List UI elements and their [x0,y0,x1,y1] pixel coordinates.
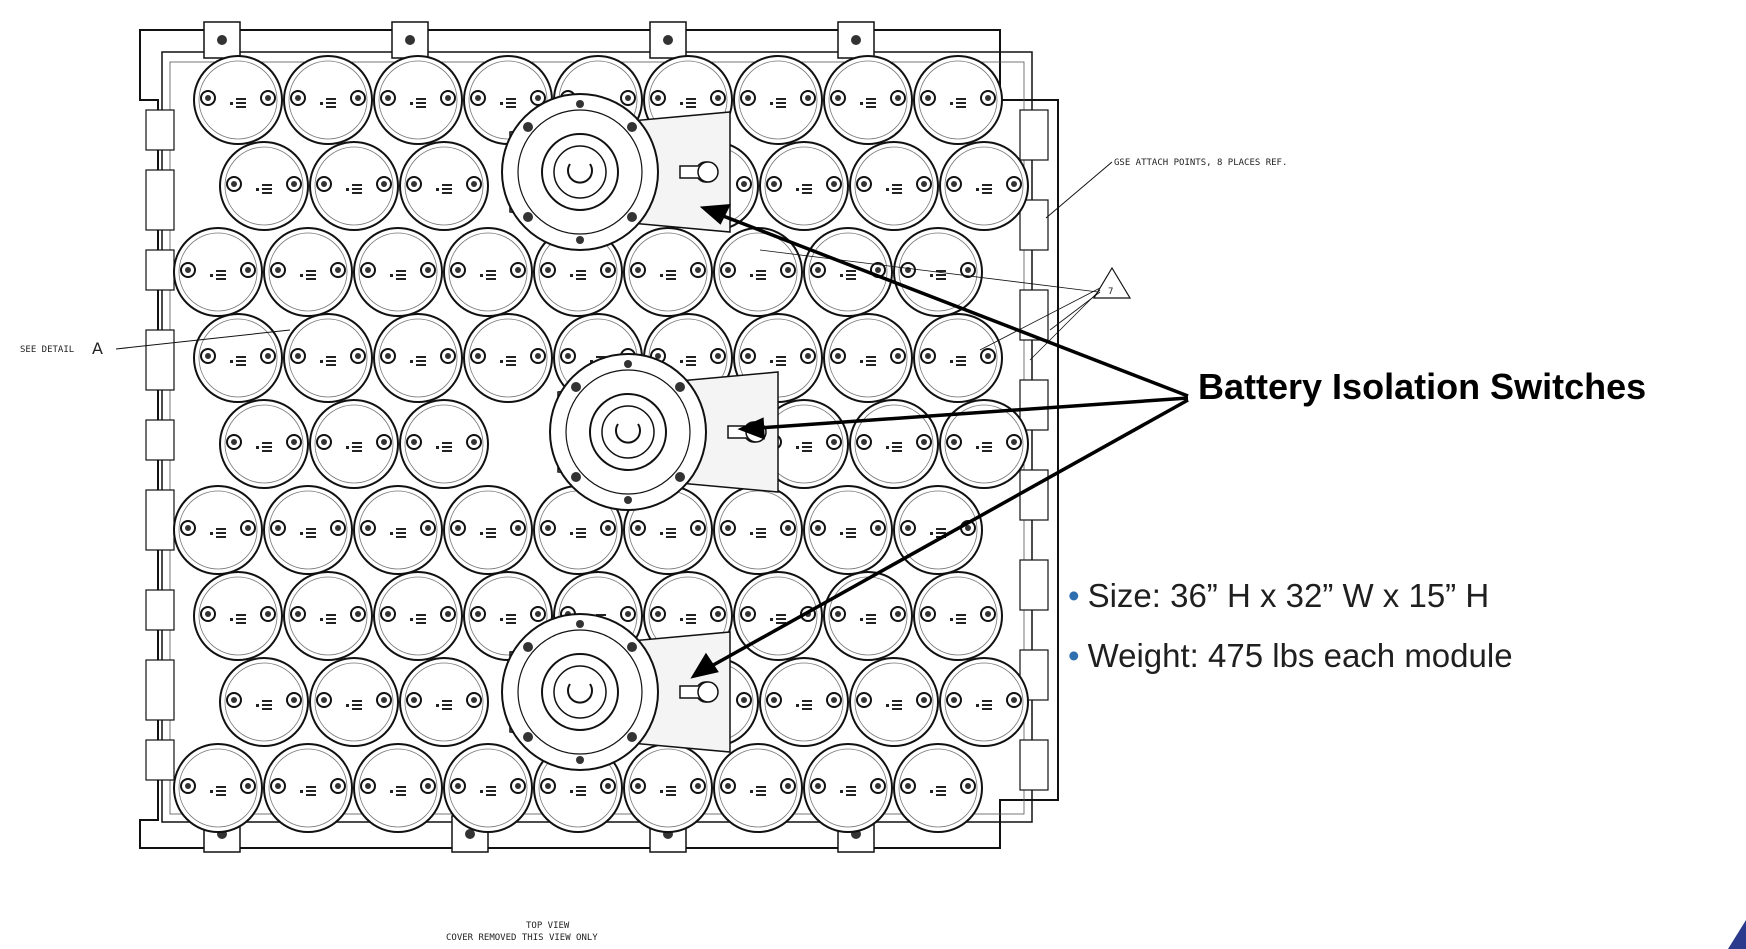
battery-cell [283,571,373,661]
battery-cell [173,227,263,317]
battery-cell [399,141,489,231]
battery-cell [283,55,373,145]
isolation-switch-bottom [501,613,731,771]
battery-cell [823,55,913,145]
battery-cell [399,657,489,747]
battery-cell [823,571,913,661]
battery-cell [373,313,463,403]
battery-isolation-switches-label: Battery Isolation Switches [1198,366,1647,407]
battery-cell [463,313,553,403]
battery-cell [893,743,983,833]
battery-cell [219,399,309,489]
battery-cell [193,571,283,661]
battery-cell [913,313,1003,403]
battery-cell [309,141,399,231]
battery-cell [443,227,533,317]
isolation-switch-middle [549,353,779,511]
battery-cell [893,485,983,575]
spec-size: •Size: 36” H x 32” W x 15” H [1068,577,1490,614]
battery-cell [913,55,1003,145]
spec-weight-text: Weight: 475 lbs each module [1087,637,1513,674]
callout-arrows [690,203,1189,679]
battery-cell [193,313,283,403]
battery-cell [939,141,1029,231]
battery-cell [849,399,939,489]
left-brackets [145,109,175,781]
battery-cell [373,55,463,145]
battery-cell [913,571,1003,661]
battery-cell [803,485,893,575]
svg-text:TOP VIEW: TOP VIEW [526,921,570,931]
gse-leader [1045,161,1113,219]
battery-cell [759,141,849,231]
battery-cell [443,485,533,575]
svg-text:COVER REMOVED THIS VIEW ONLY: COVER REMOVED THIS VIEW ONLY [446,933,598,943]
battery-cell [623,743,713,833]
battery-cell [803,743,893,833]
battery-cell [263,485,353,575]
battery-cell [399,399,489,489]
note-triangle: 7 [759,249,1132,361]
gse-label: GSE ATTACH POINTS, 8 PLACES REF. [1114,158,1287,168]
battery-cell [803,227,893,317]
battery-cell [373,571,463,661]
battery-cell [939,657,1029,747]
battery-cell [219,657,309,747]
spec-weight: •Weight: 475 lbs each module [1068,637,1513,674]
corner-swoosh-icon [1728,920,1746,949]
battery-cell [353,227,443,317]
detail-letter: A [92,339,103,358]
battery-cell [713,743,803,833]
battery-cell [443,743,533,833]
battery-cell [193,55,283,145]
battery-cell [219,141,309,231]
battery-cell [173,485,263,575]
view-title: TOP VIEW COVER REMOVED THIS VIEW ONLY [446,921,598,943]
battery-cell [353,485,443,575]
battery-cell [173,743,263,833]
battery-cell [263,743,353,833]
battery-cell [713,485,803,575]
battery-cell [309,657,399,747]
battery-cell [733,55,823,145]
battery-cell [759,657,849,747]
battery-cell [309,399,399,489]
battery-cell [263,227,353,317]
battery-cell [849,141,939,231]
battery-cell [823,313,913,403]
see-detail-label: SEE DETAIL [20,345,74,355]
spec-size-text: Size: 36” H x 32” W x 15” H [1087,577,1490,614]
svg-text:7: 7 [1108,287,1113,297]
battery-cell [353,743,443,833]
battery-cell [623,227,713,317]
module-specs-list: •Size: 36” H x 32” W x 15” H •Weight: 47… [1068,572,1513,692]
isolation-switch-top [501,93,731,251]
battery-cell [849,657,939,747]
see-detail-leader [115,329,291,350]
battery-cell [283,313,373,403]
